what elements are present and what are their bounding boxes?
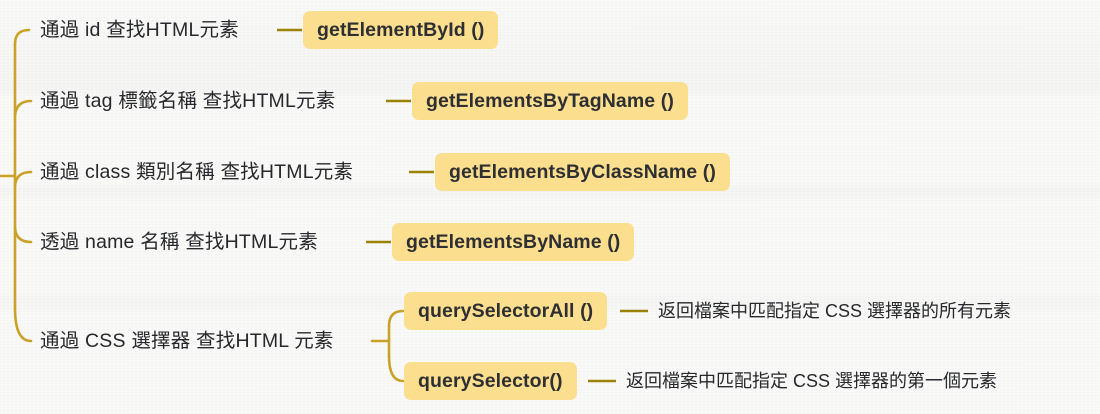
badge-get-elements-by-name[interactable]: getElementsByName () — [392, 223, 635, 261]
brace-cap-bottom — [13, 306, 33, 343]
subbrace-hook-top — [387, 309, 405, 328]
description-query-selector: 返回檔案中匹配指定 CSS 選擇器的第一個元素 — [626, 371, 998, 391]
badge-query-selector-all[interactable]: querySelectorAll () — [404, 292, 608, 330]
badge-get-element-by-id[interactable]: getElementById () — [303, 11, 499, 49]
branch-label-class[interactable]: 通過 class 類別名稱 查找HTML元素 — [40, 161, 354, 183]
brace-cap-top — [13, 28, 31, 46]
brace-hook-row2 — [13, 99, 33, 118]
brace-hook-row4 — [13, 226, 33, 244]
description-query-selector-all: 返回檔案中匹配指定 CSS 選擇器的所有元素 — [658, 301, 1012, 321]
branch-label-tag[interactable]: 通過 tag 標籤名稱 查找HTML元素 — [40, 90, 336, 112]
badge-get-elements-by-class-name[interactable]: getElementsByClassName () — [435, 153, 730, 191]
badge-query-selector[interactable]: querySelector() — [404, 362, 577, 400]
branch-label-id[interactable]: 通過 id 查找HTML元素 — [40, 19, 239, 41]
brace-hook-row3 — [13, 170, 33, 188]
branch-label-name[interactable]: 透過 name 名稱 查找HTML元素 — [40, 231, 318, 253]
branch-label-css-selector[interactable]: 通過 CSS 選擇器 查找HTML 元素 — [40, 330, 334, 352]
subbrace-hook-bottom — [387, 354, 405, 383]
badge-get-elements-by-tag-name[interactable]: getElementsByTagName () — [412, 82, 688, 120]
